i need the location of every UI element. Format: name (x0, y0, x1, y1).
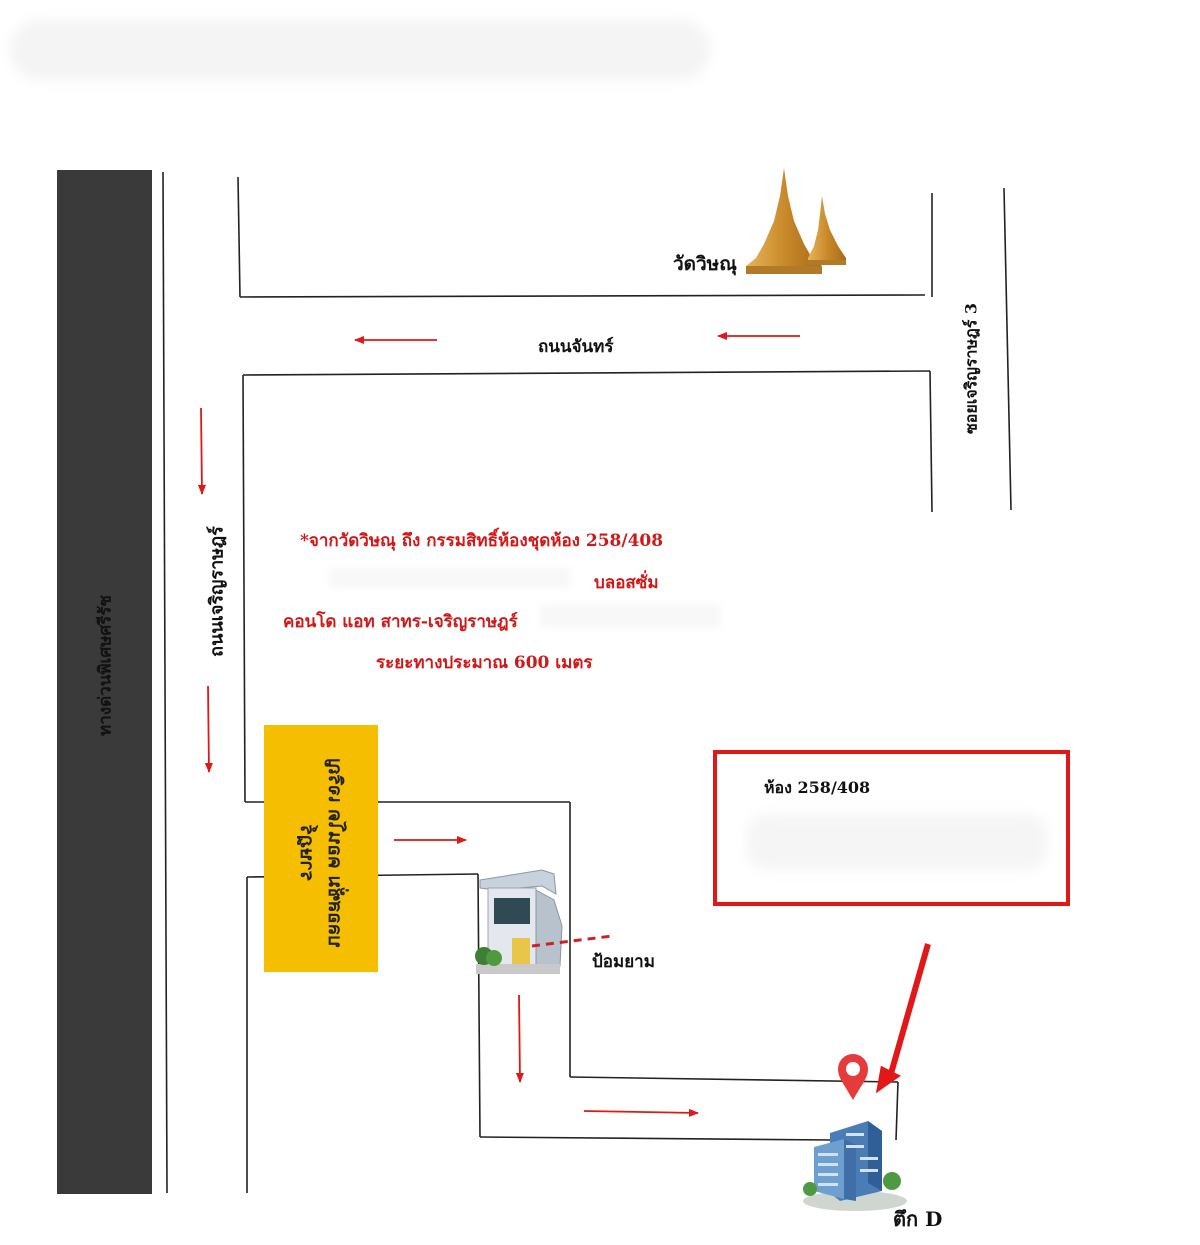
temple-label: วัดวิษณุ (673, 253, 737, 275)
room-blur (747, 814, 1047, 870)
road-edge (162, 171, 168, 1194)
road-edge (242, 374, 246, 803)
condo-sign: บลอสซั่ม คอนโด เจริญราษฎร์ (264, 725, 378, 972)
desc-blur (540, 605, 720, 627)
desc-blur (330, 568, 570, 588)
expressway-band (57, 170, 152, 1194)
main-road-label: ถนนเจริญราษฎร์ (206, 526, 228, 657)
desc-line2: บลอสซั่ม (594, 573, 659, 593)
condo-sign-label: บลอสซั่ม คอนโด เจริญราษฎร์ (296, 758, 346, 948)
direction-arrow (583, 1108, 699, 1117)
direction-arrow (204, 685, 213, 773)
top-road-label: ถนนจันทร์ (538, 337, 614, 357)
room-highlight-box: ห้อง 258/408 (713, 750, 1070, 906)
room-label: ห้อง 258/408 (764, 778, 871, 797)
office-building-icon (803, 1121, 907, 1211)
soi-label: ซอยเจริญราษฎร์ 3 (961, 302, 981, 435)
guardhouse-icon (475, 869, 613, 974)
road-edge (242, 370, 931, 376)
direction-arrow (515, 994, 524, 1083)
desc-line1: *จากวัดวิษณุ ถึง กรรมสิทธิ์ห้องชุดห้อง 2… (300, 531, 664, 551)
guard-post-label: ป้อมยาม (592, 952, 655, 972)
road-edge (239, 294, 926, 298)
road-edge (477, 873, 481, 1138)
road-edge (929, 370, 933, 513)
road-edge (1003, 187, 1012, 511)
header-blur (10, 20, 710, 80)
road-edge (479, 1136, 834, 1141)
pagoda-icon (746, 168, 846, 274)
pointer-arrow (887, 943, 931, 1078)
map-pin-icon (838, 1054, 868, 1100)
direction-arrow (197, 407, 206, 495)
building-label: ตึก D (893, 1207, 943, 1231)
road-edge (237, 176, 241, 298)
desc-line4: ระยะทางประมาณ 600 เมตร (376, 653, 593, 673)
pointer-arrowhead (875, 1065, 901, 1094)
road-edge (895, 1081, 899, 1141)
desc-line3: คอนโด แอท สาทร-เจริญราษฎร์ (283, 612, 518, 632)
